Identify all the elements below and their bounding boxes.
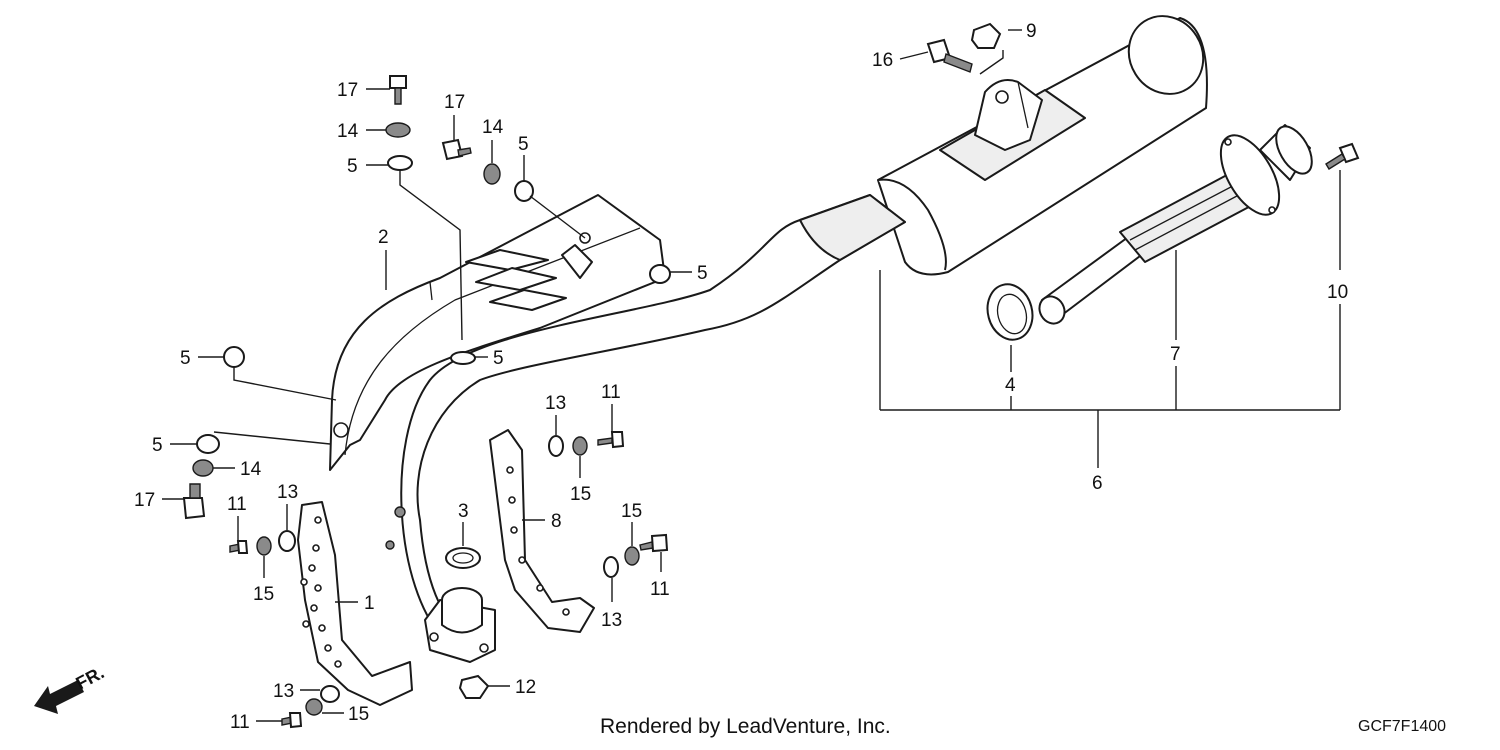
callout-12: 12 bbox=[515, 677, 536, 698]
pipe-protector bbox=[489, 429, 595, 633]
washer-14-top bbox=[385, 122, 411, 138]
muffler-gasket bbox=[986, 283, 1034, 341]
diagram-code: GCF7F1400 bbox=[1358, 718, 1446, 735]
callout-10: 10 bbox=[1327, 282, 1348, 303]
callout-15-c: 15 bbox=[621, 501, 642, 522]
spark-arrester bbox=[1038, 124, 1313, 325]
callout-13-d: 13 bbox=[273, 681, 294, 702]
callout-17-top: 17 bbox=[337, 80, 358, 101]
washer-13-c bbox=[603, 556, 619, 578]
callout-5-right: 5 bbox=[697, 263, 708, 284]
nut-12 bbox=[458, 674, 490, 699]
callout-8: 8 bbox=[551, 511, 562, 532]
front-direction-indicator: FR. bbox=[34, 662, 107, 714]
callout-5-center: 5 bbox=[493, 348, 504, 369]
bolt-11-c bbox=[639, 533, 669, 553]
nut-9 bbox=[970, 22, 1002, 49]
leader-lines bbox=[162, 29, 1341, 722]
washer-14-mid bbox=[483, 163, 501, 185]
callout-11-b: 11 bbox=[227, 494, 247, 515]
callout-14-lower-left: 14 bbox=[240, 459, 262, 480]
bolt-16 bbox=[926, 38, 973, 73]
callout-11-c: 11 bbox=[650, 579, 670, 600]
callout-15-a: 15 bbox=[570, 484, 591, 505]
callout-14-mid: 14 bbox=[482, 117, 504, 138]
callout-17-lower-left: 17 bbox=[134, 490, 155, 511]
callout-9: 9 bbox=[1026, 21, 1037, 42]
callout-5-top: 5 bbox=[347, 156, 358, 177]
nut-15-c bbox=[624, 546, 640, 566]
washer-13-a bbox=[548, 435, 564, 457]
bolt-17-mid bbox=[441, 138, 472, 161]
washer-13-d bbox=[320, 685, 340, 703]
callout-5-lower-left: 5 bbox=[152, 435, 163, 456]
bolt-17-bottom bbox=[182, 483, 206, 520]
grommet-5-a bbox=[387, 155, 413, 171]
callout-13-b: 13 bbox=[277, 482, 298, 503]
callout-5-mid: 5 bbox=[518, 134, 529, 155]
callout-11-d: 11 bbox=[230, 712, 250, 733]
washer-13-b bbox=[278, 530, 296, 552]
callout-13-a: 13 bbox=[545, 393, 566, 414]
callout-2: 2 bbox=[378, 227, 389, 248]
grommet-5-b bbox=[514, 180, 534, 202]
render-credit: Rendered by LeadVenture, Inc. bbox=[600, 715, 891, 738]
callout-14-top: 14 bbox=[337, 121, 359, 142]
nut-15-b bbox=[256, 536, 272, 556]
callout-15-b: 15 bbox=[253, 584, 274, 605]
callout-17-mid: 17 bbox=[444, 92, 465, 113]
washer-14-bottom bbox=[192, 459, 214, 477]
callout-6: 6 bbox=[1092, 473, 1103, 494]
nut-15-a bbox=[572, 436, 588, 456]
grommet-5-c bbox=[649, 264, 671, 284]
callout-5-left: 5 bbox=[180, 348, 191, 369]
callout-15-d: 15 bbox=[348, 704, 369, 725]
callout-1: 1 bbox=[364, 593, 375, 614]
callout-11-a: 11 bbox=[601, 382, 621, 403]
callout-16: 16 bbox=[872, 50, 893, 71]
bolt-11-d bbox=[281, 712, 303, 729]
exhaust-protector bbox=[297, 501, 413, 706]
grommet-5-d bbox=[450, 351, 476, 365]
callout-4: 4 bbox=[1005, 375, 1016, 396]
callout-labels: 17 14 5 17 14 5 2 5 5 5 5 14 17 13 11 15… bbox=[134, 21, 1348, 733]
bolt-11-a bbox=[597, 431, 625, 449]
exhaust-pipe bbox=[385, 194, 906, 663]
muffler bbox=[877, 15, 1208, 276]
exhaust-gasket bbox=[445, 547, 481, 569]
bolt-10 bbox=[1325, 142, 1360, 170]
bolt-11-b bbox=[229, 540, 249, 554]
front-arrow-icon bbox=[34, 680, 84, 714]
nut-15-d bbox=[305, 698, 323, 716]
grommet-5-f bbox=[196, 434, 220, 454]
callout-7: 7 bbox=[1170, 344, 1181, 365]
grommet-5-e bbox=[223, 346, 245, 368]
callout-13-c: 13 bbox=[601, 610, 622, 631]
bolt-17-top bbox=[389, 75, 407, 105]
callout-3: 3 bbox=[458, 501, 469, 522]
